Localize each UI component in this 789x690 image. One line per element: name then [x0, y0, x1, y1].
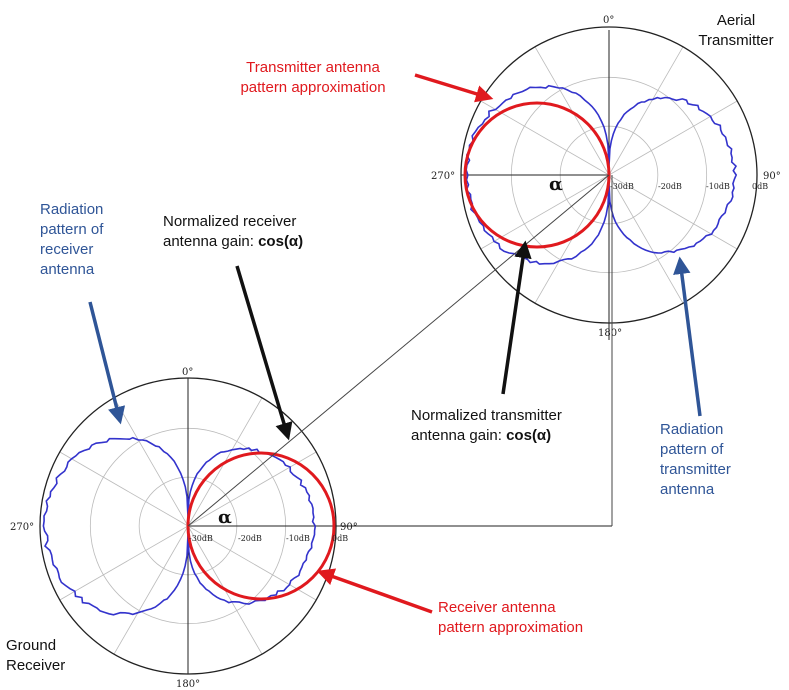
receiver-db-tick-30: -30dB [189, 534, 213, 543]
receiver-angle-0: 0° [182, 367, 193, 378]
receiver-grid-spoke-330 [113, 397, 189, 527]
transmitter-pattern-line-1: Radiation [660, 421, 724, 438]
receiver-polar-plot: 0° 270° 90° 180° -30dB -20dB -10dB 0dB α [10, 367, 612, 690]
receiver-pattern-line-2: pattern of [40, 221, 104, 238]
annotation-arrows [88, 73, 702, 614]
receiver-approx-line-1: Receiver antenna [438, 599, 556, 616]
transmitter-pattern-arrow [673, 256, 702, 417]
transmitter-gain-label: Normalized transmitter antenna gain: cos… [411, 406, 562, 446]
receiver-title-line-2: Receiver [6, 657, 66, 674]
transmitter-gain-arrow [501, 240, 532, 395]
receiver-gain-prefix: antenna gain: [163, 233, 259, 250]
receiver-approx-line-2: pattern approximation [438, 619, 584, 636]
transmitter-title-line-2: Transmitter [698, 32, 774, 49]
transmitter-approx-label: Transmitter antenna pattern approximatio… [208, 58, 418, 98]
transmitter-gain-line-2: antenna gain: cos(α) [411, 426, 562, 446]
transmitter-polar-plot: 0° 270° 90° 180° -30dB -20dB -10dB 0dB α [431, 15, 781, 340]
transmitter-grid-spoke-120 [608, 174, 738, 250]
transmitter-approx-arrow [414, 73, 494, 103]
transmitter-gain-prefix: antenna gain: [411, 427, 507, 444]
receiver-pattern-line-1: Radiation [40, 201, 104, 218]
receiver-title: Ground Receiver [6, 636, 65, 676]
transmitter-angle-0: 0° [603, 15, 614, 26]
transmitter-angle-270: 270° [431, 171, 455, 182]
transmitter-approx-line-2: pattern approximation [240, 79, 386, 96]
transmitter-grid-spoke-30 [608, 46, 684, 176]
receiver-gain-line-1: Normalized receiver [163, 213, 297, 230]
receiver-gain-formula: cos(α) [258, 233, 304, 250]
transmitter-approx-line-1: Transmitter antenna [246, 59, 380, 76]
transmitter-pattern-label: Radiation pattern of transmitter antenna [660, 420, 731, 500]
transmitter-db-tick-30: -30dB [610, 182, 634, 191]
receiver-db-tick-0: 0dB [332, 534, 348, 543]
receiver-angle-180: 180° [176, 679, 200, 690]
transmitter-gain-formula: cos(α) [506, 427, 552, 444]
receiver-approx-label: Receiver antenna pattern approximation [438, 598, 583, 638]
receiver-pattern-line-4: antenna [40, 261, 95, 278]
receiver-grid-spoke-210 [113, 525, 189, 655]
transmitter-title: Aerial Transmitter [686, 11, 786, 51]
receiver-pattern-arrow [88, 301, 126, 425]
link-geometry [187, 174, 613, 527]
receiver-grid-spoke-60 [187, 451, 317, 527]
receiver-db-tick-20: -20dB [238, 534, 262, 543]
transmitter-db-tick-0: 0dB [752, 182, 768, 191]
receiver-title-line-1: Ground [6, 637, 57, 654]
line-of-sight [187, 174, 610, 527]
receiver-pattern-line-3: receiver [40, 241, 94, 258]
receiver-angle-270: 270° [10, 522, 34, 533]
transmitter-db-tick-10: -10dB [706, 182, 730, 191]
receiver-gain-arrow [235, 265, 293, 441]
receiver-grid-spoke-240 [59, 525, 189, 601]
transmitter-grid-spoke-150 [608, 174, 684, 304]
transmitter-gain-line-1: Normalized transmitter [411, 407, 562, 424]
transmitter-angle-180: 180° [598, 328, 622, 339]
receiver-grid-spoke-120 [187, 525, 317, 601]
receiver-gain-line-2: antenna gain: cos(α) [163, 232, 303, 252]
receiver-alpha-symbol: α [218, 507, 232, 528]
receiver-gain-label: Normalized receiver antenna gain: cos(α) [163, 212, 303, 252]
receiver-angle-90: 90° [340, 522, 358, 533]
receiver-radiation-pattern [42, 436, 317, 616]
receiver-grid-spoke-300 [59, 451, 189, 527]
transmitter-alpha-symbol: α [549, 174, 563, 195]
transmitter-grid-spoke-60 [608, 100, 738, 176]
transmitter-db-tick-20: -20dB [658, 182, 682, 191]
transmitter-pattern-line-2: pattern of [660, 441, 724, 458]
receiver-approx-arrow [316, 568, 433, 614]
transmitter-angle-90: 90° [763, 171, 781, 182]
receiver-db-tick-10: -10dB [286, 534, 310, 543]
transmitter-pattern-line-4: antenna [660, 481, 715, 498]
transmitter-pattern-line-3: transmitter [660, 461, 731, 478]
receiver-pattern-label: Radiation pattern of receiver antenna [40, 200, 103, 280]
transmitter-title-line-1: Aerial [716, 12, 756, 29]
